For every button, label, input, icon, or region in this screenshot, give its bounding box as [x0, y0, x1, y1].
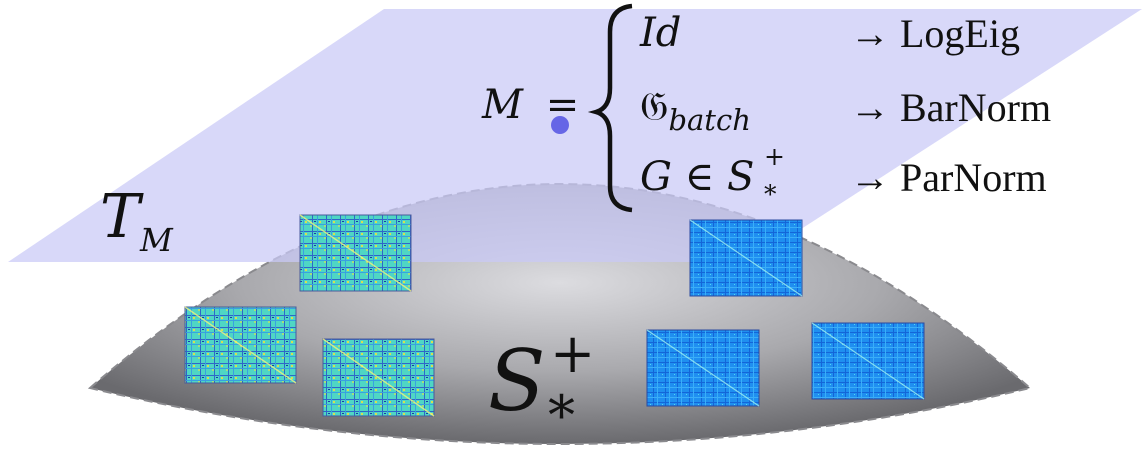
case-1-cond: Id	[640, 10, 682, 56]
matrix-thumbnail	[322, 338, 435, 417]
manifold-label-sub: *	[548, 384, 575, 447]
matrix-thumbnail	[689, 219, 803, 297]
case-1-target: LogEig	[900, 11, 1020, 56]
case-2-cond-main: 𝔊	[640, 84, 669, 130]
cases-brace	[587, 3, 633, 213]
manifold-label-main: S	[488, 332, 546, 430]
equation-lhs-symbol: M	[482, 82, 523, 128]
case-2-condition: 𝔊batch	[640, 84, 751, 137]
equation-equals: =	[545, 82, 580, 128]
case-1-arrow: →	[850, 11, 890, 56]
case-3-arrow: →	[850, 155, 890, 200]
manifold-label: S + *	[488, 322, 595, 447]
tangent-plane-label: TM	[100, 182, 173, 259]
case-1-result: → LogEig	[850, 10, 1020, 57]
manifold-label-sup: +	[550, 322, 596, 385]
case-2-result: → BarNorm	[850, 84, 1051, 131]
case-2-arrow: →	[850, 85, 890, 130]
case-2-cond-sub: batch	[668, 103, 751, 137]
matrix-thumbnail	[646, 329, 760, 407]
case-1-condition: Id	[640, 10, 681, 56]
matrix-thumbnail	[811, 322, 925, 400]
case-3-cond-sup: +	[764, 142, 785, 171]
case-3-cond-sub: *	[764, 180, 777, 209]
tangent-label-main: T	[100, 182, 141, 252]
case-3-target: ParNorm	[900, 155, 1047, 200]
equation-lhs: M =	[482, 82, 579, 128]
tangent-plane	[8, 9, 1142, 262]
case-2-target: BarNorm	[900, 85, 1052, 130]
matrix-thumbnail	[299, 214, 412, 292]
case-3-result: → ParNorm	[850, 154, 1047, 201]
base-point-m	[551, 116, 569, 134]
case-3-condition: G ∈ S + *	[640, 142, 785, 209]
matrix-thumbnail	[184, 306, 297, 384]
tangent-label-sub: M	[140, 221, 173, 259]
case-3-cond-main: G ∈ S	[640, 154, 755, 200]
